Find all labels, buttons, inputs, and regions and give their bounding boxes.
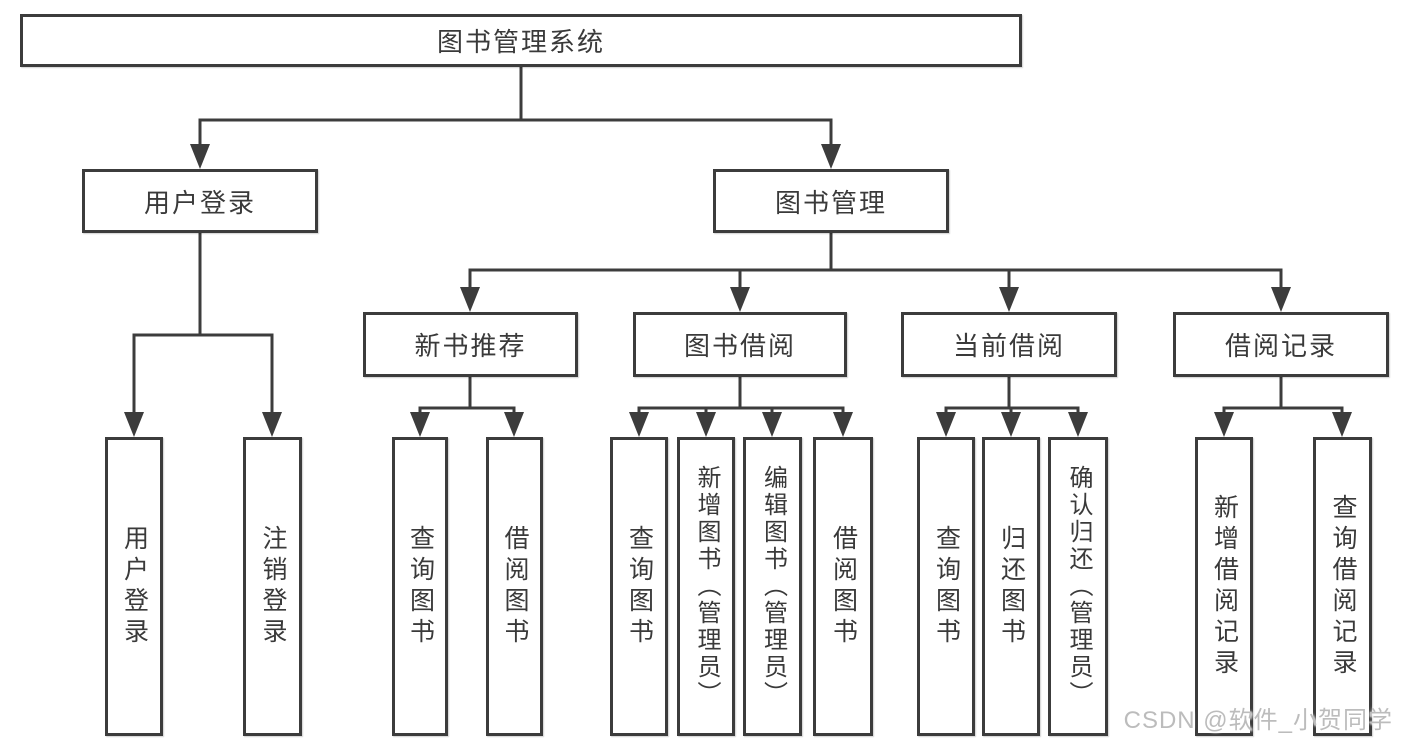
node-label: 借阅图书: [829, 524, 858, 649]
node-label: 借阅记录: [1224, 331, 1337, 361]
node-label: 查询借阅记录: [1329, 493, 1357, 680]
node-label: 查询图书: [932, 524, 961, 649]
node-label: 用户登录: [120, 524, 149, 649]
node-label: 图书借阅: [683, 331, 796, 361]
leaf-query-books: 查询图书: [610, 437, 668, 736]
node-label: 借阅图书: [501, 524, 529, 649]
node-label: 归还图书: [997, 524, 1026, 649]
node-new-book-recommend: 新书推荐: [363, 312, 578, 377]
csdn-watermark: CSDN @软件_小贺同学: [1123, 707, 1393, 734]
node-label: 用户登录: [143, 187, 256, 218]
node-book-borrowing: 图书借阅: [633, 312, 847, 377]
node-label: 查询图书: [406, 524, 435, 649]
node-label: 注销登录: [259, 524, 287, 649]
node-current-borrowing: 当前借阅: [901, 312, 1117, 377]
node-label: 新增借阅记录: [1210, 493, 1239, 680]
leaf-user-login: 用户登录: [105, 437, 163, 736]
node-label: 确认归还（管理员）: [1065, 465, 1092, 708]
node-label: 查询图书: [625, 524, 654, 649]
node-label: 图书管理: [774, 187, 887, 218]
leaf-borrow-books: 借阅图书: [813, 437, 873, 736]
leaf-confirm-return-admin: 确认归还（管理员）: [1048, 437, 1108, 736]
leaf-add-books-admin: 新增图书（管理员）: [677, 437, 735, 736]
node-label: 编辑图书（管理员）: [759, 465, 787, 708]
node-label: 新增图书（管理员）: [693, 465, 720, 708]
leaf-add-borrow-record: 新增借阅记录: [1195, 437, 1253, 736]
node-label: 新书推荐: [414, 331, 527, 361]
leaf-query-borrow-record: 查询借阅记录: [1313, 437, 1372, 736]
leaf-edit-books-admin: 编辑图书（管理员）: [743, 437, 802, 736]
node-user-login: 用户登录: [82, 169, 318, 233]
leaf-return-books: 归还图书: [982, 437, 1040, 736]
leaf-borrow-books: 借阅图书: [486, 437, 543, 736]
leaf-logout: 注销登录: [243, 437, 302, 736]
leaf-query-books: 查询图书: [917, 437, 975, 736]
node-label: 图书管理系统: [436, 27, 605, 57]
arrowhead-icons: [124, 144, 1352, 437]
node-book-management: 图书管理: [713, 169, 949, 233]
node-library-management-system: 图书管理系统: [20, 14, 1022, 67]
leaf-query-books: 查询图书: [392, 437, 448, 736]
node-label: 当前借阅: [952, 331, 1065, 361]
node-borrowing-records: 借阅记录: [1173, 312, 1389, 377]
